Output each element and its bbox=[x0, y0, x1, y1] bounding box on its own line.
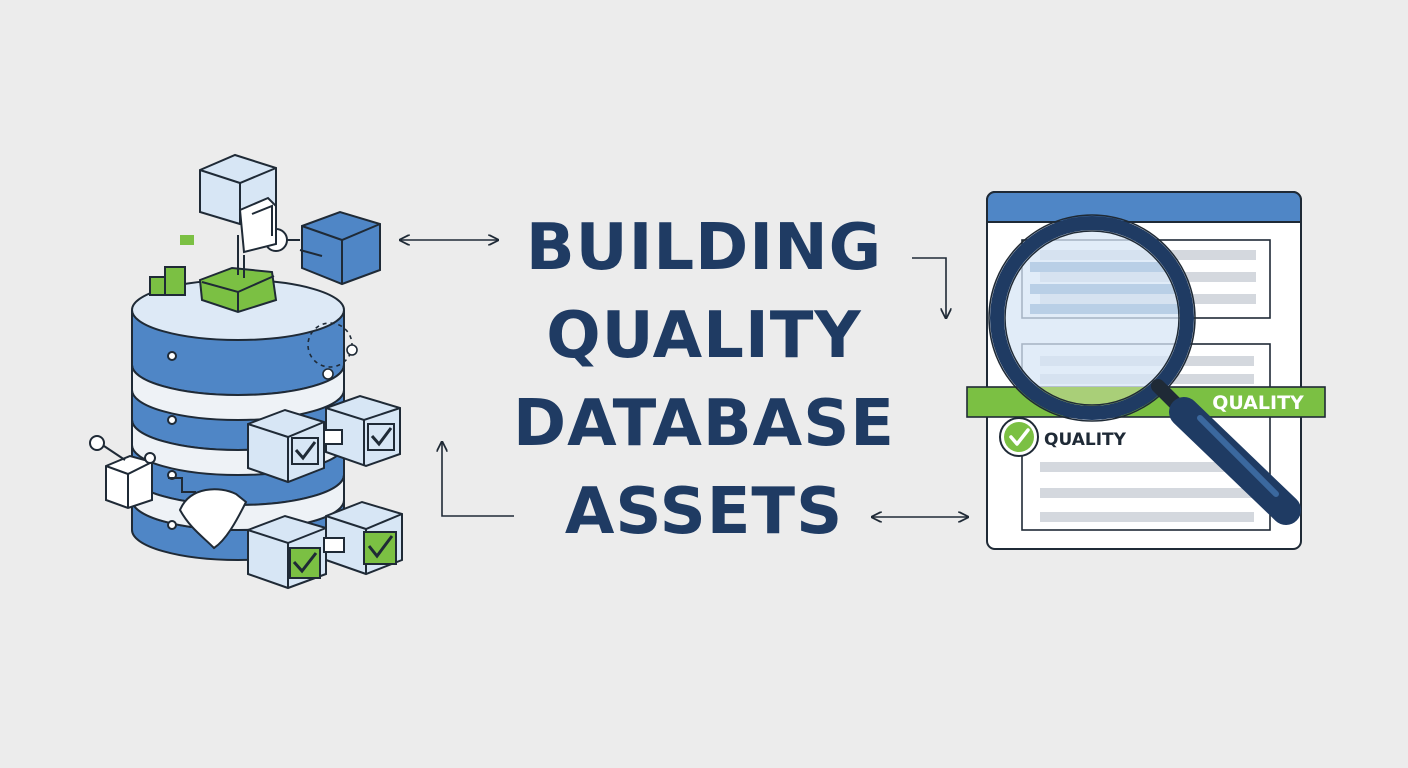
cube-icon bbox=[299, 210, 381, 286]
checkmark-cube-icon bbox=[323, 394, 401, 468]
checkmark-cube-icon bbox=[247, 408, 325, 484]
title-line-4: ASSETS bbox=[564, 475, 844, 549]
title-line-3: DATABASE bbox=[512, 387, 896, 461]
check-circle-icon bbox=[999, 417, 1039, 457]
gear-icon bbox=[307, 322, 358, 380]
green-block-icon bbox=[149, 235, 278, 314]
title-line-1: BUILDING bbox=[525, 211, 883, 285]
quality-check-label: QUALITY bbox=[1044, 430, 1127, 450]
checkmark-cube-icon bbox=[323, 500, 403, 576]
elbow-arrow-icon bbox=[912, 257, 946, 318]
elbow-arrow-icon bbox=[442, 442, 514, 517]
quality-band-label: QUALITY bbox=[1212, 392, 1304, 414]
cube-icon bbox=[89, 435, 156, 510]
checkmark-cube-icon bbox=[247, 514, 327, 590]
magnifying-glass-icon bbox=[988, 214, 1301, 525]
flag-icon bbox=[168, 477, 248, 550]
cube-icon bbox=[199, 153, 277, 254]
title-line-2: QUALITY bbox=[546, 299, 862, 373]
